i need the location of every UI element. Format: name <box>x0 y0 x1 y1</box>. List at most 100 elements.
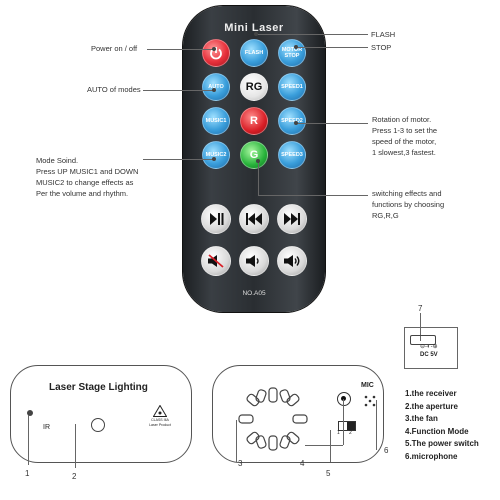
legend-item: 1.the receiver <box>405 389 457 398</box>
volume-down-button[interactable] <box>239 246 269 276</box>
r-button[interactable]: R <box>240 107 268 135</box>
g-button[interactable]: G <box>240 141 268 169</box>
motor-stop-button[interactable]: MOTOR STOP <box>278 39 306 67</box>
callout-flash: FLASH <box>371 30 396 39</box>
leader-dot-mode-sound <box>212 157 216 161</box>
dc-jack-label: DC 5V <box>420 352 438 358</box>
legend-item: 3.the fan <box>405 414 438 423</box>
leader-dot-rotation <box>294 121 298 125</box>
leader-line-power <box>147 49 214 50</box>
volume-up-icon <box>284 255 300 267</box>
legend-item: 4.Function Mode <box>405 426 469 436</box>
laser-warning-icon <box>152 404 168 422</box>
label-num-7: 7 <box>418 304 423 313</box>
rewind-icon <box>246 213 262 225</box>
rg-button[interactable]: RG <box>240 73 268 101</box>
leader-line-4h <box>305 445 343 446</box>
music2-button[interactable]: MUSIC2 <box>202 141 230 169</box>
label-num-4: 4 <box>300 459 305 468</box>
music1-button[interactable]: MUSIC1 <box>202 107 230 135</box>
mode-sound-line-3: MUSIC2 to change effects as <box>36 178 134 187</box>
ir-label: IR <box>43 424 50 431</box>
auto-button[interactable]: AUTO <box>202 73 230 101</box>
switching-line-3: RG,R,G <box>372 211 399 220</box>
mute-button[interactable] <box>201 246 231 276</box>
warning-line-1: CLASS IIIA <box>151 418 169 422</box>
leader-dot-flash <box>254 32 258 36</box>
leader-dot-power <box>212 47 216 51</box>
aperture-icon <box>91 418 105 432</box>
leader-line-1 <box>28 415 29 465</box>
rotation-line-2: Press 1-3 to set the <box>372 126 438 135</box>
next-button[interactable] <box>277 204 307 234</box>
rotation-line-1: Rotation of motor. <box>372 115 432 124</box>
label-num-1: 1 <box>25 469 30 478</box>
volume-up-button[interactable] <box>277 246 307 276</box>
power-switch-icon <box>338 421 356 431</box>
speed1-button[interactable]: SPEED1 <box>278 73 306 101</box>
legend-item: 5.The power switch <box>405 439 479 448</box>
mode-sound-line-2: Press UP MUSIC1 and DOWN <box>36 167 139 176</box>
microphone-icon <box>363 394 377 413</box>
leader-line-rotation <box>296 123 368 124</box>
callout-power: Power on / off <box>91 44 138 53</box>
label-num-6: 6 <box>384 446 389 455</box>
device-front: Laser Stage Lighting IR CLASS IIIA Laser… <box>10 365 192 463</box>
leader-line-2 <box>75 424 76 468</box>
callout-stop: STOP <box>371 43 392 52</box>
leader-line-6 <box>376 400 377 450</box>
parts-legend: 1.the receiver 2.the aperture 3.the fan … <box>405 388 479 463</box>
ir-receiver-icon <box>27 410 33 416</box>
volume-down-icon <box>246 255 259 267</box>
speed3-button[interactable]: SPEED3 <box>278 141 306 169</box>
callout-mode-sound: Mode Soind. Press UP MUSIC1 and DOWN MUS… <box>36 155 138 199</box>
leader-dot-switching <box>256 159 260 163</box>
switch-label-2: 2 <box>349 430 352 436</box>
leader-line-4 <box>343 399 344 445</box>
label-num-2: 2 <box>72 472 77 481</box>
leader-line-5 <box>330 430 331 462</box>
leader-line-mode-sound <box>143 159 214 160</box>
device-back: MIC 1 2 <box>212 365 384 463</box>
warning-line-2: Laser Product <box>149 422 171 427</box>
leader-line-flash <box>256 34 368 35</box>
fan-grille-icon <box>238 387 308 451</box>
mode-sound-line-4: Per the volume and rhythm. <box>36 189 129 198</box>
flash-button[interactable]: FLASH <box>240 39 268 67</box>
speed2-button[interactable]: SPEED2 <box>278 107 306 135</box>
previous-button[interactable] <box>239 204 269 234</box>
dc-jack-port <box>410 335 436 345</box>
legend-item: 2.the aperture <box>405 401 458 411</box>
play-pause-icon <box>210 213 224 225</box>
remote-model-number: NO.A05 <box>242 290 266 297</box>
callout-switching: switching effects and functions by choos… <box>372 188 444 221</box>
device-front-title: Laser Stage Lighting <box>49 382 148 393</box>
callout-auto: AUTO of modes <box>87 85 141 94</box>
label-num-5: 5 <box>326 469 331 478</box>
leader-line-switching-v <box>258 161 259 195</box>
mute-icon <box>208 254 224 268</box>
fast-forward-icon <box>284 213 300 225</box>
power-button[interactable] <box>202 39 230 67</box>
switch-label-1: 1 <box>337 430 340 436</box>
rotation-line-3: speed of the motor, <box>372 137 437 146</box>
switching-line-1: switching effects and <box>372 189 442 198</box>
legend-item: 6.microphone <box>405 451 458 461</box>
laser-warning-text: CLASS IIIA Laser Product <box>145 418 175 427</box>
mic-label: MIC <box>361 382 374 389</box>
rotation-line-4: 1 slowest,3 fastest. <box>372 148 436 157</box>
leader-line-switching-h <box>258 195 368 196</box>
remote-control: Mini Laser FLASH MOTOR STOP AUTO RG SPEE… <box>183 6 325 312</box>
leader-line-stop <box>296 47 368 48</box>
leader-line-auto <box>143 90 214 91</box>
play-pause-button[interactable] <box>201 204 231 234</box>
label-num-3: 3 <box>238 459 243 468</box>
switching-line-2: functions by choosing <box>372 200 445 209</box>
leader-dot-auto <box>212 88 216 92</box>
dc-jack-panel: ⊖-◐-⊕ DC 5V <box>404 327 458 369</box>
leader-line-3 <box>236 420 237 462</box>
remote-title: Mini Laser <box>224 22 284 34</box>
dc-symbol-icon: ⊖-◐-⊕ <box>420 344 438 350</box>
callout-rotation: Rotation of motor. Press 1-3 to set the … <box>372 114 437 158</box>
function-mode-knob-icon <box>337 392 351 406</box>
